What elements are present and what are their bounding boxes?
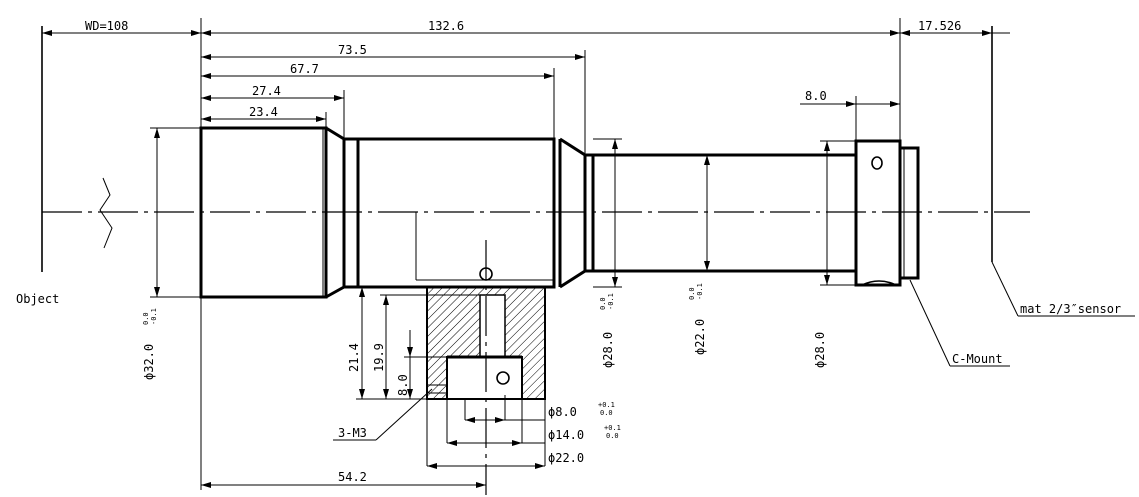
- tol-22-upper: 0.0: [688, 287, 696, 300]
- dim-27-4: 27.4: [252, 84, 281, 98]
- dim-sensor-distance: 17.526: [918, 19, 961, 33]
- illumination-port: [426, 240, 546, 495]
- lens-body: [199, 126, 920, 299]
- tol-8-lower: 0.0: [600, 409, 613, 417]
- dim-total-length: 132.6: [428, 19, 464, 33]
- dia-28-mount: ϕ28.0: [813, 332, 827, 368]
- dia-22-port: ϕ22.0: [548, 451, 584, 465]
- dim-73-5: 73.5: [338, 43, 367, 57]
- dim-19-9: 19.9: [372, 343, 386, 372]
- dia-14-port: ϕ14.0: [548, 428, 584, 442]
- dim-21-4: 21.4: [347, 343, 361, 372]
- tol-22-lower: -0.1: [696, 283, 704, 300]
- tol-14-upper: +0.1: [604, 424, 621, 432]
- dia-8-port: ϕ8.0: [548, 405, 577, 419]
- tol-28-lower: -0.1: [607, 293, 615, 310]
- label-cmount: C-Mount: [952, 352, 1003, 366]
- dia-32: ϕ32.0: [142, 344, 156, 380]
- dim-8-0-port: 8.0: [396, 374, 410, 396]
- dia-28-tol: ϕ28.0: [601, 332, 615, 368]
- tol-32-lower: -0.1: [150, 308, 158, 325]
- dim-67-7: 67.7: [290, 62, 319, 76]
- label-sensor: mat 2/3″sensor: [1020, 302, 1121, 316]
- tol-8-upper: +0.1: [598, 401, 615, 409]
- dim-mount-8: 8.0: [805, 89, 827, 103]
- dia-22-tol: ϕ22.0: [693, 319, 707, 355]
- tol-28-upper: 0.0: [599, 297, 607, 310]
- dim-wd: WD=108: [85, 19, 128, 33]
- dim-54-2: 54.2: [338, 470, 367, 484]
- axis-break-mark: [99, 177, 113, 249]
- label-screw: 3-M3: [338, 426, 367, 440]
- tol-32-upper: 0.0: [142, 312, 150, 325]
- dim-23-4: 23.4: [249, 105, 278, 119]
- label-object: Object: [16, 292, 59, 306]
- tol-14-lower: 0.0: [606, 432, 619, 440]
